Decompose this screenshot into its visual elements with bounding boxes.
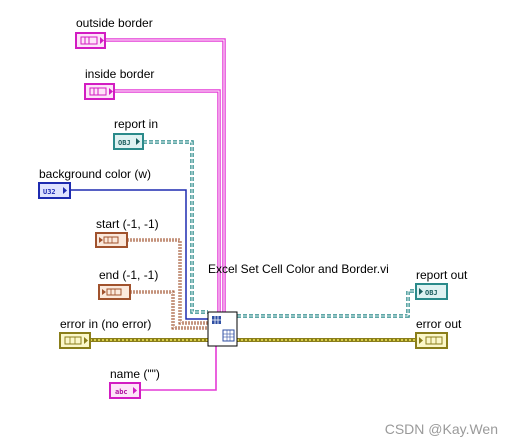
terminal-start[interactable] — [95, 232, 128, 248]
terminal-name-text: abc — [115, 388, 128, 396]
terminal-outside-border[interactable] — [75, 32, 106, 49]
label-report-in: report in — [114, 117, 159, 131]
terminal-name[interactable]: abc — [109, 382, 141, 399]
label-report-out: report out — [416, 268, 468, 282]
subvi-title: Excel Set Cell Color and Border.vi — [208, 262, 389, 276]
label-error-in: error in (no error) — [60, 317, 152, 331]
terminal-end[interactable] — [98, 284, 131, 300]
terminal-report-in[interactable]: OBJ — [113, 133, 144, 150]
terminal-error-out[interactable] — [415, 332, 448, 349]
watermark: CSDN @Kay.Wen — [384, 421, 498, 437]
wire-name[interactable] — [140, 346, 217, 391]
terminal-inside-border[interactable] — [84, 83, 115, 100]
wires — [70, 38, 416, 391]
wire-report-out[interactable] — [237, 289, 416, 318]
label-error-out: error out — [416, 317, 462, 331]
label-background-color: background color (w) — [39, 167, 152, 181]
label-outside-border: outside border — [76, 16, 153, 30]
label-inside-border: inside border — [85, 67, 155, 81]
terminal-report-out-text: OBJ — [425, 289, 438, 297]
terminal-error-in[interactable] — [59, 332, 91, 349]
excel-grid-icon — [212, 316, 235, 342]
terminal-report-out[interactable]: OBJ — [415, 283, 448, 300]
label-start: start (-1, -1) — [96, 217, 159, 231]
terminal-background-color-text: U32 — [43, 188, 56, 196]
wire-background-color[interactable] — [70, 189, 208, 320]
label-end: end (-1, -1) — [99, 268, 159, 282]
terminal-report-in-text: OBJ — [118, 139, 131, 147]
label-name: name ("") — [110, 367, 160, 381]
subvi-icon[interactable] — [207, 311, 238, 347]
terminal-background-color[interactable]: U32 — [38, 182, 71, 199]
